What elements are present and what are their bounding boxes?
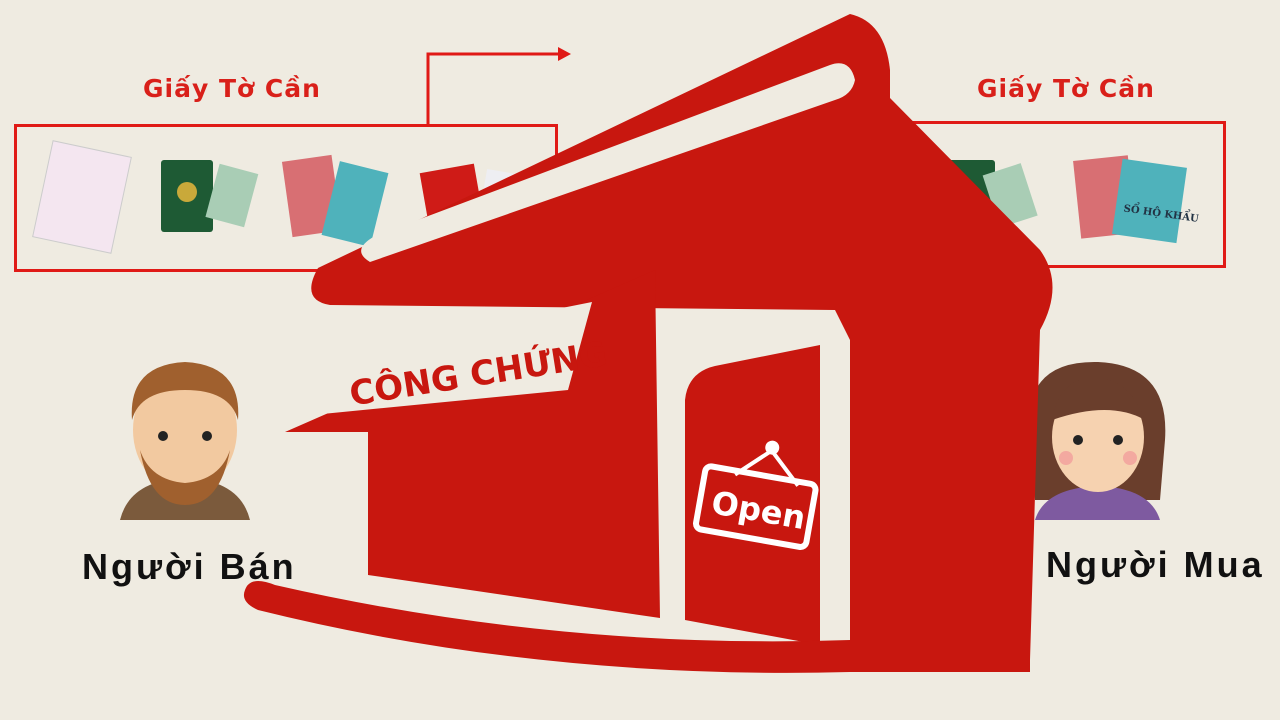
household-book-blue-icon [321,161,389,247]
sign-banner [302,302,592,416]
buyer-documents-title: Giấy Tờ Cần [977,74,1155,103]
certificate-icon [32,140,132,254]
door [685,345,820,645]
seller-documents-title: Giấy Tờ Cần [143,74,321,103]
seller-avatar [120,362,250,520]
front-wall [285,270,660,618]
roof-and-wall [311,14,1053,660]
notary-office-building [243,14,1053,673]
emblem-icon [177,182,197,202]
buyer-avatar [1028,361,1166,520]
id-card-icon [205,163,259,228]
seller-label: Người Bán [82,546,297,587]
arrow-head-icon [558,47,571,61]
household-book-blue-icon [1112,158,1187,244]
base [243,581,1031,673]
roof-slot [361,63,855,262]
arrow-line [426,52,560,126]
buyer-label: Người Mua [1046,544,1265,585]
